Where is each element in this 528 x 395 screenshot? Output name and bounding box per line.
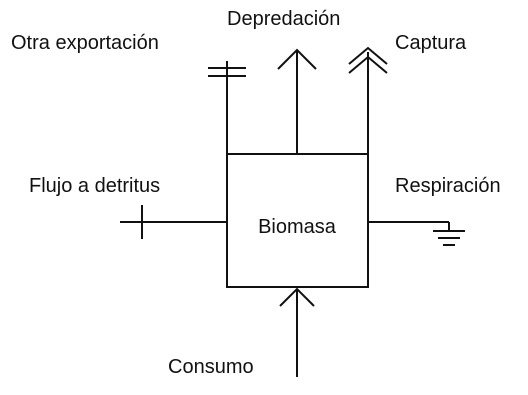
predation-flow — [277, 48, 317, 154]
detritus-flow — [120, 205, 227, 239]
catch-flow — [348, 46, 388, 154]
catch-label: Captura — [395, 32, 467, 54]
predation-label: Depredación — [227, 8, 340, 30]
respiration-label: Respiración — [395, 175, 501, 197]
arrow-in-symbol — [279, 287, 315, 307]
other-export-flow — [208, 61, 246, 154]
respiration-flow — [368, 221, 465, 246]
detritus-label: Flujo a detritus — [29, 175, 160, 197]
arrow-up-symbol — [277, 48, 317, 70]
biomass-label: Biomasa — [258, 216, 337, 238]
double-arrow-symbol — [348, 46, 388, 65]
consumption-label: Consumo — [168, 356, 254, 378]
other-export-label: Otra exportación — [11, 32, 159, 54]
consumption-flow — [279, 287, 315, 377]
